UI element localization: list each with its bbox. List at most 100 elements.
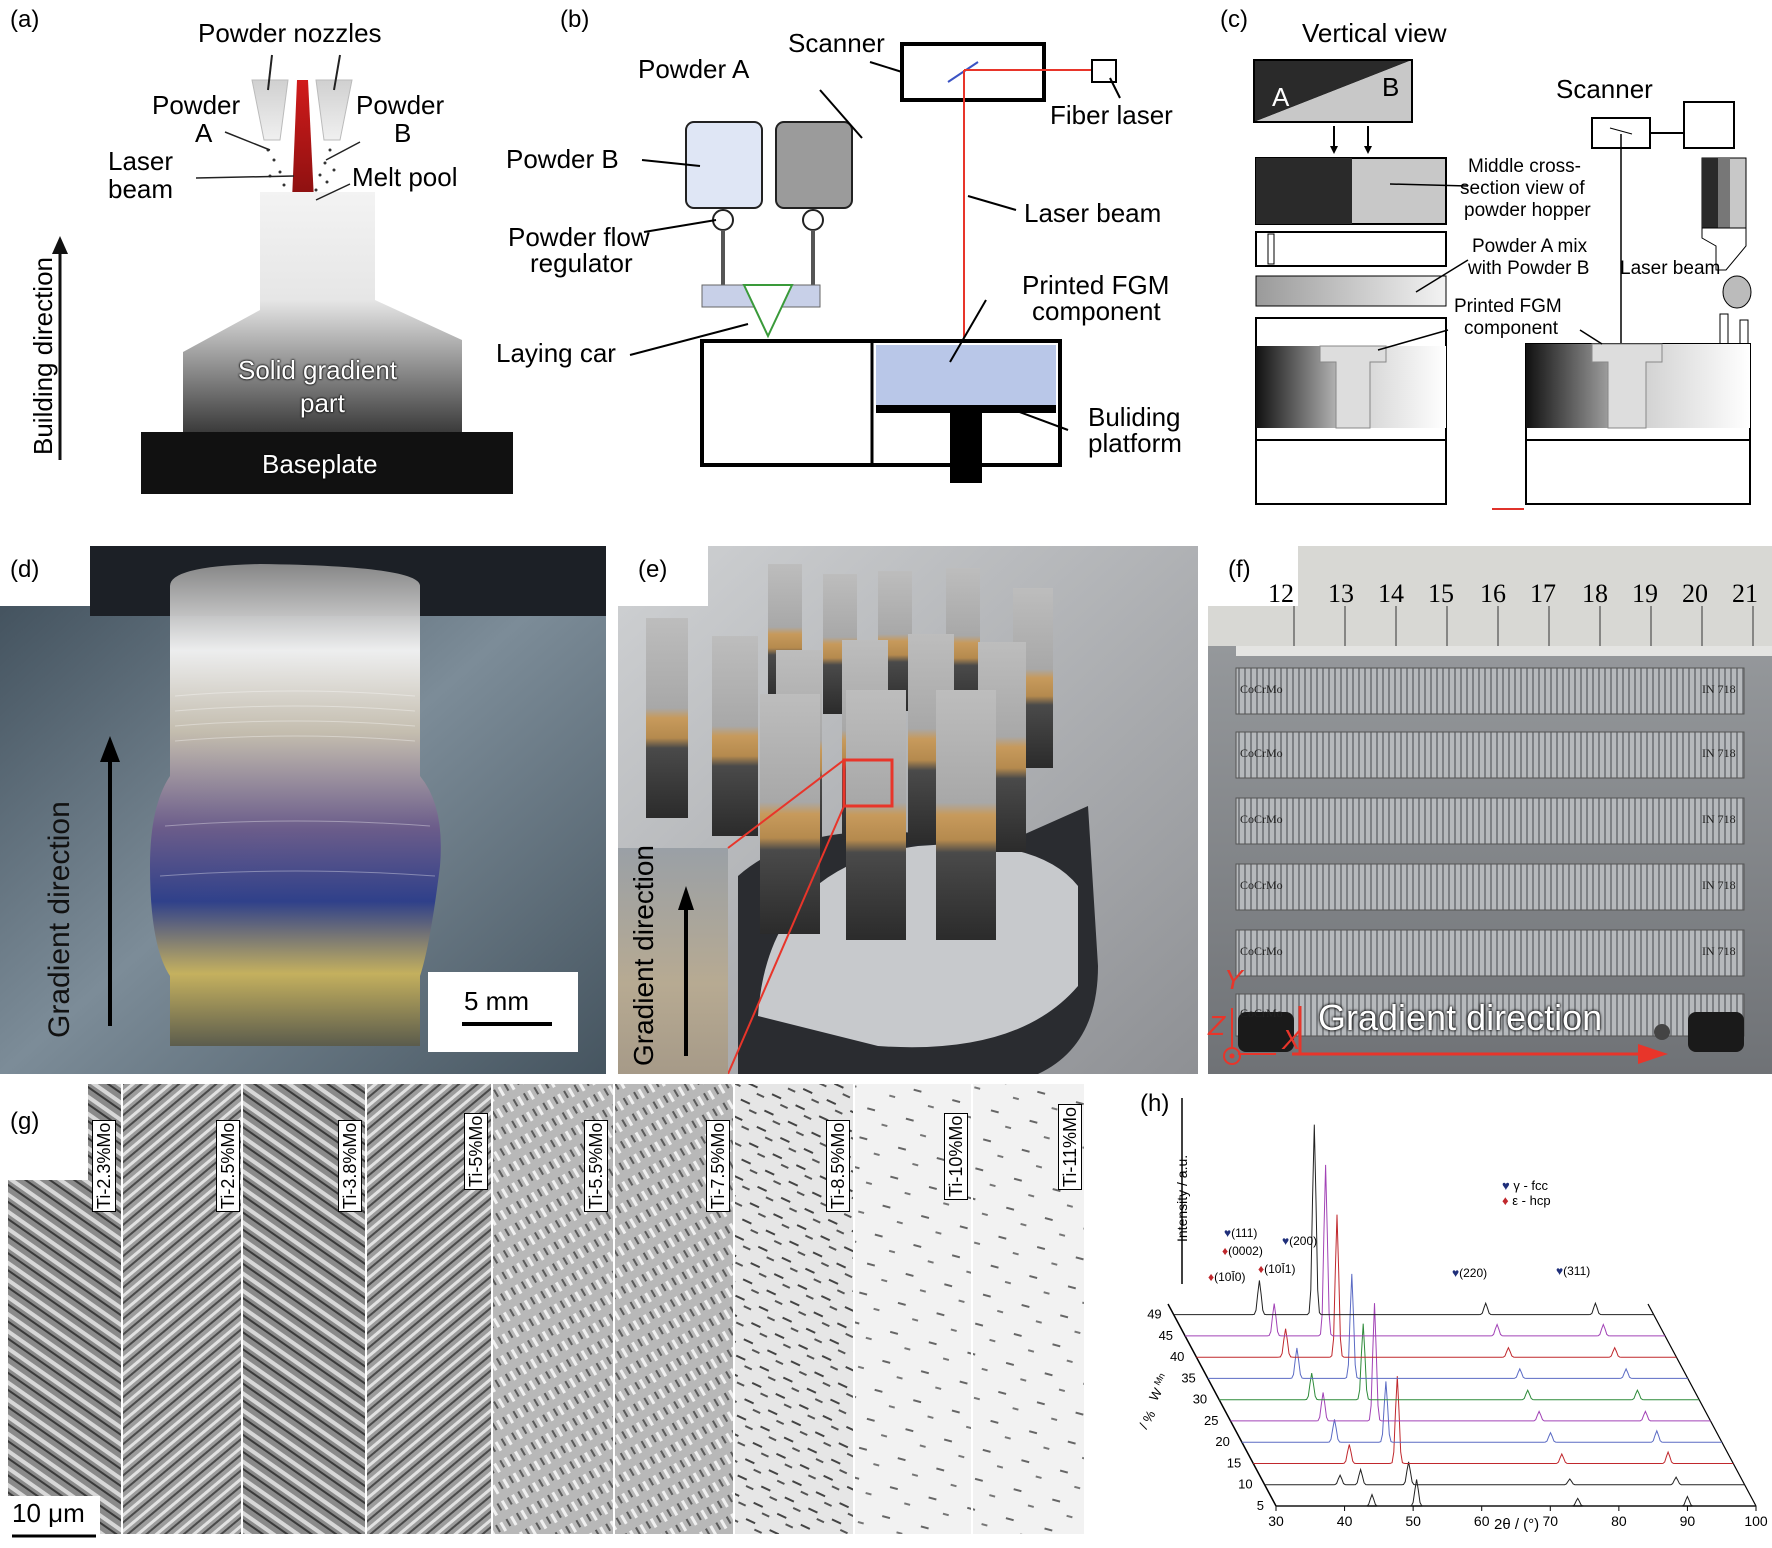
label-powder-b-2: B (394, 118, 412, 148)
composition-label: Ti-2.3%Mo (92, 1119, 116, 1212)
legend-fcc-text: γ - fcc (1513, 1178, 1549, 1193)
label-baseplate: Baseplate (262, 449, 378, 479)
panel-g-micrographs (0, 1084, 1086, 1543)
ruler-number: 13 (1328, 579, 1354, 608)
label-fgm-2: component (1464, 318, 1559, 339)
x-tick-label: 90 (1680, 1513, 1696, 1529)
legend-fcc-symbol: ♥ (1502, 1178, 1510, 1193)
scale-label-g: 10 μm (12, 1498, 85, 1528)
axis-z-label: Z (1208, 1010, 1226, 1041)
ruler-number: 19 (1632, 579, 1658, 608)
composition-label: Ti-8.5%Mo (826, 1119, 850, 1212)
label-platform-1: Buliding (1088, 402, 1181, 432)
peak-label-111: ♥(111) (1224, 1226, 1258, 1240)
xrd-series-49 (1173, 1124, 1654, 1316)
peak-label-1010: ♦(10Ī0) (1208, 1270, 1246, 1284)
legend-hcp-text: ε - hcp (1512, 1193, 1551, 1208)
bar-label-left: CoCrMo (1240, 682, 1283, 696)
ruler-number: 16 (1480, 579, 1506, 608)
xrd-ylabel: Intensity / a.u. (1174, 1154, 1190, 1242)
panel-label-h: (h) (1134, 1088, 1176, 1120)
printed-fgm-component (876, 345, 1056, 405)
panel-d-photo (0, 546, 606, 1074)
label-powder-a-2: A (195, 118, 213, 148)
label-laying-car: Laying car (496, 338, 616, 368)
z-tick-label: 5 (1257, 1498, 1264, 1513)
inset-e (618, 848, 728, 1074)
label-vertical-view: Vertical view (1302, 18, 1447, 48)
nozzle-left (251, 79, 289, 141)
vertical-view-b (1254, 60, 1412, 122)
zoom-box-e (842, 758, 894, 808)
bar-label-left: CoCrMo (1240, 812, 1283, 826)
panel-label-f: (f) (1222, 554, 1257, 586)
scale-box-g (8, 1496, 100, 1540)
composition-label: Ti-7.5%Mo (706, 1119, 730, 1212)
label-view-a: A (1272, 82, 1290, 112)
bar-label-right: IN 718 (1702, 682, 1736, 696)
z-tick-label: 30 (1193, 1392, 1207, 1407)
panel-b-schematic (629, 42, 1121, 545)
bar-label-right: IN 718 (1702, 746, 1736, 760)
label-laser-1: Laser (108, 146, 174, 176)
xrd-series-40 (1196, 1214, 1677, 1358)
label-laser-beam-c: Laser beam (1620, 258, 1721, 279)
label-regulator-1: Powder flow (508, 222, 650, 252)
bar-label-left: CoCrMo (1240, 746, 1283, 760)
legend-hcp-symbol: ♦ (1502, 1193, 1509, 1208)
composition-label: Ti-5.5%Mo (584, 1119, 608, 1212)
arrow-c-to-f (1476, 508, 1540, 545)
nozzle-right (315, 79, 353, 141)
x-tick-label: 50 (1405, 1513, 1421, 1529)
ruler-number: 20 (1682, 579, 1708, 608)
baseplate (141, 432, 513, 494)
bar-label-left: CoCrMo (1240, 1006, 1283, 1020)
deposited-cylinder (150, 564, 441, 1046)
label-gradient-direction-d: Gradient direction (43, 801, 76, 1038)
composition-label: Ti-3.8%Mo (338, 1119, 362, 1212)
xrd-series-15 (1253, 1376, 1734, 1464)
panel-g: (g) Ti-2.3%Mo Ti-2.5%Mo Ti-3.8%Mo Ti-5%M… (0, 1084, 1086, 1543)
label-gradient-direction-f: Gradient direction (1318, 997, 1603, 1038)
label-fiber-laser: Fiber laser (1050, 100, 1173, 130)
peak-label-220: ♥(220) (1452, 1266, 1488, 1280)
peak-label-200: ♥(200) (1282, 1234, 1318, 1248)
solid-gradient-part (183, 192, 462, 432)
xrd-series-25 (1230, 1303, 1711, 1422)
laying-car-funnel (742, 284, 794, 339)
label-printed-2: component (1032, 296, 1161, 326)
panel-c: (c) Vertical view A B Scanner Middle cro… (1210, 0, 1772, 545)
panel-label-b: (b) (554, 4, 596, 36)
label-printed-1: Printed FGM (1022, 270, 1170, 300)
ruler-number: 14 (1378, 579, 1404, 608)
label-part-2: part (300, 388, 345, 418)
z-tick-label: 45 (1159, 1328, 1173, 1343)
peak-label-0002: ♦(0002) (1222, 1244, 1263, 1258)
label-hopper-3: powder hopper (1464, 200, 1591, 221)
scale-box-d (428, 972, 578, 1052)
z-tick-label: 15 (1227, 1455, 1241, 1470)
panel-c-schematic (1253, 59, 1752, 545)
label-mix-2: with Powder B (1468, 258, 1590, 279)
xrd-axes (1167, 1098, 1757, 1507)
ruler-number: 12 (1268, 579, 1294, 608)
label-building-direction: Building direction (28, 256, 58, 455)
x-tick-label: 80 (1611, 1513, 1627, 1529)
gradient-arrow-e (678, 886, 694, 910)
panel-label-e: (e) (632, 554, 674, 586)
axis-y-label: Y (1224, 964, 1243, 995)
panel-label-c: (c) (1214, 4, 1254, 36)
panel-e-photo (618, 546, 1198, 1075)
bar-label-left: CoCrMo (1240, 944, 1283, 958)
label-melt-pool: Melt pool (352, 162, 458, 192)
z-tick-label: 40 (1170, 1349, 1184, 1364)
label-laser-2: beam (108, 174, 174, 204)
label-fgm-1: Printed FGM (1454, 296, 1562, 317)
panel-a-schematic (52, 54, 513, 545)
x-tick-label: 100 (1744, 1513, 1768, 1529)
label-scanner-c: Scanner (1556, 74, 1653, 104)
